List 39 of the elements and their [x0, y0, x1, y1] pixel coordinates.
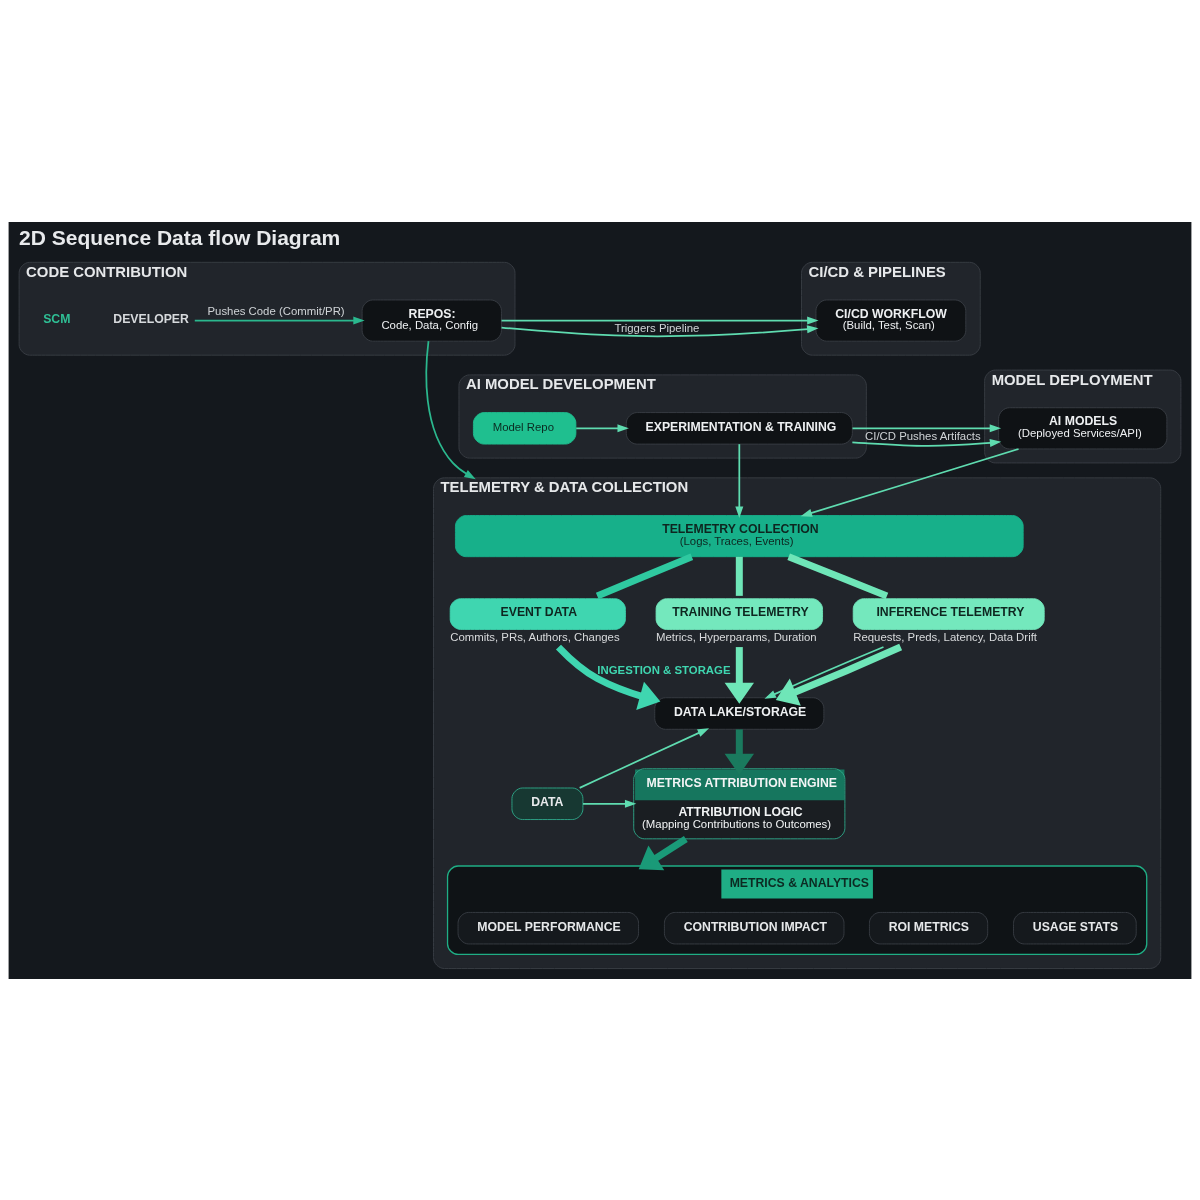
- arrow: [735, 442, 744, 518]
- arrow: [851, 423, 1002, 447]
- edge-label: Triggers Pipeline: [614, 321, 700, 334]
- connector: [595, 552, 694, 599]
- node-box: EXPERIMENTATION & TRAINING: [625, 411, 853, 445]
- arrow: [575, 423, 629, 432]
- node-box: CONTRIBUTION IMPACT: [663, 911, 845, 944]
- node-box: MODEL PERFORMANCE: [457, 911, 639, 944]
- arrow: [582, 799, 637, 808]
- connector: [787, 552, 889, 599]
- node-box: USAGE STATS: [1013, 911, 1137, 944]
- node-label: Requests, Preds, Latency, Data Drift: [853, 630, 1037, 643]
- arrow: [764, 645, 885, 699]
- node-box: REPOS: Code, Data, Config: [361, 299, 502, 342]
- connector: [735, 556, 743, 596]
- arrow: [578, 727, 710, 789]
- arrow: [775, 643, 903, 706]
- edge-label: CI/CD Pushes Artifacts: [865, 429, 981, 442]
- arrow: [555, 644, 661, 710]
- node-box: ROI METRICS: [868, 911, 989, 944]
- node-box: DATA LAKE/STORAGE: [654, 696, 825, 730]
- arrow: [724, 646, 754, 704]
- edge-label: INGESTION & STORAGE: [597, 663, 731, 676]
- node-box: DATA: [511, 787, 584, 820]
- arrow: [425, 339, 476, 479]
- arrow: [500, 316, 819, 337]
- node-label: Commits, PRs, Authors, Changes: [450, 630, 620, 643]
- node-box: TELEMETRY COLLECTION (Logs, Traces, Events): [455, 514, 1024, 557]
- label: SCM: [43, 311, 71, 326]
- node-label: Metrics, Hyperparams, Duration: [656, 630, 817, 643]
- diagram-title: 2D Sequence Data flow Diagram: [19, 225, 341, 249]
- node-box: Model Repo: [472, 411, 577, 445]
- node-box: AI MODELS (Deployed Services/API): [998, 406, 1168, 449]
- node-text: DEVELOPER: [113, 311, 189, 326]
- node-box: CI/CD WORKFLOW (Build, Test, Scan): [815, 299, 967, 342]
- arrow: [193, 316, 365, 325]
- arrow: [638, 835, 688, 870]
- edge-label: Pushes Code (Commit/PR): [207, 304, 345, 317]
- arrow: [800, 447, 1020, 517]
